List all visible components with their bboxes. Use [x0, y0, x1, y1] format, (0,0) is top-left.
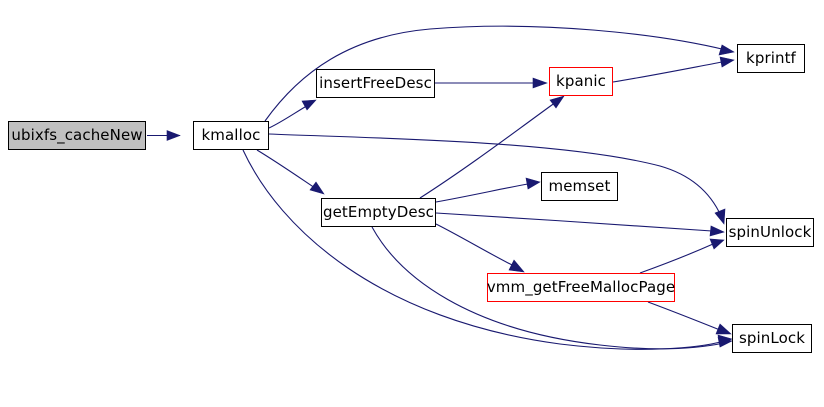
node-label: kmalloc [201, 126, 261, 144]
node-label: insertFreeDesc [319, 74, 432, 92]
arrowhead-icon [525, 177, 541, 190]
arrowhead-icon [549, 95, 565, 109]
edge-line [435, 223, 515, 267]
edge-line [639, 243, 714, 274]
edge-kmalloc-to-insertFreeDesc [268, 99, 317, 129]
node-kprintf[interactable]: kprintf [737, 44, 805, 73]
node-memset[interactable]: memset [541, 172, 618, 201]
node-label: spinUnlock [728, 223, 812, 241]
node-vmm_getFreeMallocPage[interactable]: vmm_getFreeMallocPage [487, 273, 675, 302]
edge-kpanic-to-kprintf [612, 56, 735, 83]
edge-vmm_getFreeMallocPage-to-spinUnlock [639, 238, 725, 274]
node-spinUnlock[interactable]: spinUnlock [726, 218, 814, 247]
node-label: spinLock [738, 329, 805, 347]
arrowhead-icon [301, 99, 317, 111]
arrowhead-icon [532, 77, 548, 89]
edge-getEmptyDesc-to-memset [435, 177, 541, 203]
edge-getEmptyDesc-to-spinLock [371, 226, 733, 350]
edge-line [256, 149, 319, 191]
edge-line [435, 212, 713, 232]
arrowhead-icon [714, 208, 726, 225]
arrowhead-icon [166, 130, 181, 141]
edge-getEmptyDesc-to-spinUnlock [435, 212, 725, 237]
edge-vmm_getFreeMallocPage-to-spinLock [647, 301, 732, 335]
arrowhead-icon [717, 336, 733, 348]
arrowhead-icon [719, 56, 735, 68]
edge-kmalloc-to-getEmptyDesc [256, 149, 325, 195]
edge-kmalloc-to-spinLock [242, 149, 733, 350]
edge-getEmptyDesc-to-vmm_getFreeMallocPage [435, 223, 525, 273]
arrowhead-icon [309, 181, 325, 195]
arrowhead-icon [508, 259, 525, 273]
edge-line [419, 101, 557, 199]
node-label: kprintf [746, 49, 796, 67]
edge-line [264, 25, 727, 122]
node-label: vmm_getFreeMallocPage [486, 278, 676, 296]
edge-line [612, 61, 723, 83]
edge-line [371, 226, 725, 350]
arrowhead-icon [709, 238, 725, 250]
edge-insertFreeDesc-to-kpanic [435, 77, 548, 89]
edge-kmalloc-to-kprintf [264, 25, 735, 122]
edge-ubixfs_cacheNew-to-kmalloc [147, 130, 181, 141]
node-spinLock[interactable]: spinLock [732, 324, 812, 353]
node-label: ubixfs_cacheNew [11, 126, 143, 144]
edge-kmalloc-to-spinUnlock [268, 133, 726, 225]
node-getEmptyDesc[interactable]: getEmptyDesc [321, 198, 436, 227]
edge-line [435, 183, 529, 203]
arrowhead-icon [715, 323, 732, 335]
node-kpanic[interactable]: kpanic [549, 67, 613, 96]
edge-line [647, 301, 721, 331]
arrowhead-icon [718, 44, 735, 56]
edge-line [268, 133, 722, 217]
node-insertFreeDesc[interactable]: insertFreeDesc [316, 69, 435, 98]
node-label: memset [548, 177, 611, 195]
edge-getEmptyDesc-to-kpanic [419, 95, 565, 199]
node-label: kpanic [556, 72, 606, 90]
node-ubixfs_cacheNew[interactable]: ubixfs_cacheNew [8, 121, 146, 150]
node-label: getEmptyDesc [322, 203, 435, 221]
node-kmalloc[interactable]: kmalloc [193, 121, 269, 150]
arrowhead-icon [709, 225, 725, 237]
